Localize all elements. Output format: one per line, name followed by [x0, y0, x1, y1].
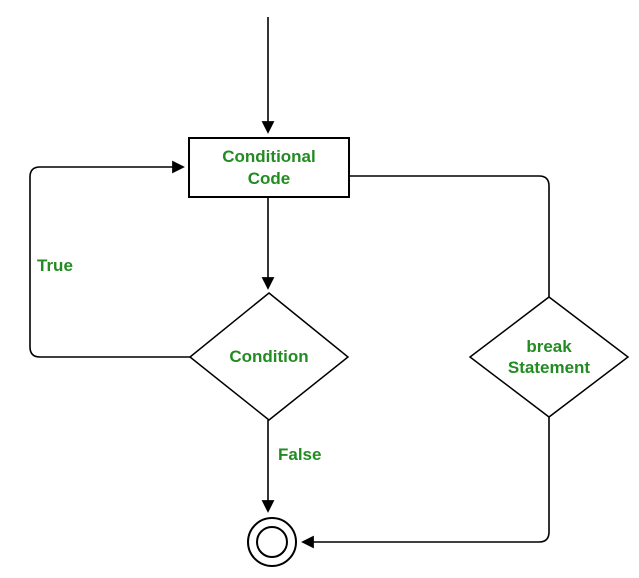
condition-diamond [188, 292, 350, 421]
end-circle-inner [256, 526, 288, 558]
break-diamond [468, 296, 630, 418]
false-edge-label: False [278, 445, 322, 464]
condition-node-label: Condition [229, 346, 309, 366]
break-to-end-arrow [301, 417, 550, 549]
break-node-label: break Statement [507, 336, 591, 377]
process-to-break-path [349, 175, 550, 297]
process-node-label: Conditional Code [222, 147, 316, 188]
true-loop-path [29, 160, 190, 358]
process-box [188, 137, 350, 198]
true-edge-label: True [37, 256, 73, 275]
